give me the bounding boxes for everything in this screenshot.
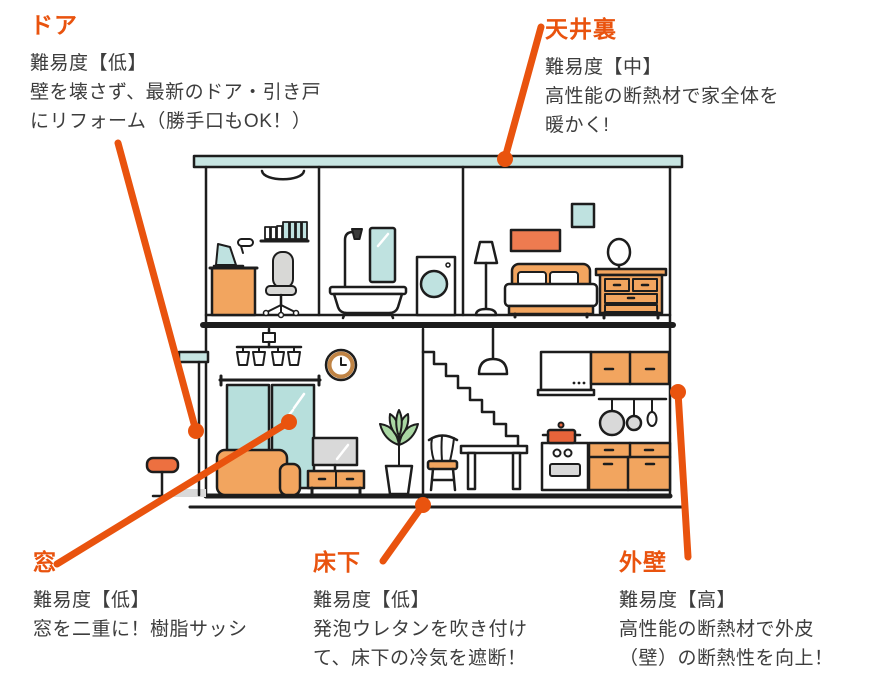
- bed: [503, 262, 599, 319]
- track-light: [235, 327, 303, 366]
- annotation-door-title: ドア: [30, 12, 78, 38]
- floor-lamp: [473, 240, 499, 317]
- dresser-mirror: [606, 237, 632, 273]
- wall-art-orange: [509, 228, 562, 253]
- desk-lamp: [237, 238, 254, 254]
- upper-cabinet-white: [536, 350, 596, 397]
- spoon: [646, 411, 658, 427]
- exterior-wall-connector-line: [674, 388, 692, 561]
- ladle: [625, 414, 643, 432]
- window-connector-line: [53, 418, 293, 568]
- stove: [540, 441, 590, 492]
- door-step: [173, 489, 206, 497]
- bathtub: [328, 285, 408, 320]
- bookshelf: [259, 221, 310, 243]
- desk: [208, 266, 259, 317]
- annotation-door-difficulty: 難易度【低】: [30, 53, 148, 74]
- ceiling-connector-line: [501, 23, 545, 162]
- ceiling-light: [260, 169, 306, 181]
- stair-hall: [421, 327, 529, 492]
- roof-band: [192, 154, 684, 169]
- annotation-window-difficulty: 難易度【低】: [33, 590, 151, 611]
- dining-chair: [426, 434, 459, 492]
- exterior-wall-connector-dot: [670, 384, 686, 400]
- house-structure: [173, 154, 688, 509]
- bathroom: [328, 226, 457, 320]
- office-chair: [262, 251, 300, 319]
- annotation-ceiling-description: 高性能の断熱材で家全体を 暖かく!: [545, 86, 780, 136]
- wall-art-teal: [570, 202, 596, 229]
- annotation-connectors: [53, 23, 692, 568]
- potted-plant: [379, 409, 419, 496]
- annotation-window-title: 窓: [33, 549, 57, 575]
- annotation-door-description: 壁を壊さず、最新のドア・引き戸 にリフォーム（勝手口もOK！）: [30, 82, 322, 132]
- tv: [311, 436, 359, 473]
- ceiling-connector-dot: [497, 151, 513, 167]
- annotation-underfloor-title: 床下: [313, 549, 361, 575]
- dresser: [594, 267, 668, 320]
- annotation-exterior-wall: 外壁 難易度【高】 高性能の断熱材で外皮 （壁）の断熱性を向上！: [619, 543, 834, 673]
- annotation-window-description: 窓を二重に！樹脂サッシ: [33, 619, 248, 640]
- annotation-ceiling-difficulty: 難易度【中】: [545, 57, 663, 78]
- underfloor-connector-line: [379, 501, 427, 565]
- upper-cabinet-orange: [589, 350, 671, 386]
- underfloor-connector-dot: [415, 497, 431, 513]
- annotation-exterior-wall-difficulty: 難易度【高】: [619, 590, 737, 611]
- office-room: [208, 221, 310, 319]
- sofa: [215, 448, 302, 497]
- annotation-door: ドア 難易度【低】 壁を壊さず、最新のドア・引き戸 にリフォーム（勝手口もOK！…: [30, 6, 321, 136]
- tv-stand: [306, 469, 366, 496]
- hanging-utensils: [597, 397, 668, 437]
- annotation-underfloor: 床下 難易度【低】 発泡ウレタンを吹き付け て、床下の冷気を遮断！: [313, 543, 528, 673]
- laptop: [212, 243, 245, 268]
- door-connector-line: [114, 139, 200, 435]
- mirror: [368, 226, 397, 284]
- door-connector-dot: [188, 423, 204, 439]
- annotation-window: 窓 難易度【低】 窓を二重に！樹脂サッシ: [33, 543, 248, 644]
- living-room: [215, 327, 419, 497]
- window-connector-dot: [281, 414, 297, 430]
- dining-table: [459, 444, 529, 491]
- staircase: [421, 350, 520, 447]
- annotation-underfloor-description: 発泡ウレタンを吹き付け て、床下の冷気を遮断！: [313, 619, 528, 669]
- annotation-ceiling: 天井裏 難易度【中】 高性能の断熱材で家全体を 暖かく!: [545, 10, 779, 140]
- washing-machine: [415, 255, 457, 317]
- lower-cabinets: [587, 441, 672, 492]
- annotation-exterior-wall-description: 高性能の断熱材で外皮 （壁）の断熱性を向上！: [619, 619, 834, 669]
- annotation-exterior-wall-title: 外壁: [619, 549, 667, 575]
- frying-pan: [598, 409, 626, 437]
- bedroom: [473, 202, 668, 320]
- annotation-ceiling-title: 天井裏: [545, 16, 617, 42]
- door-canopy: [177, 350, 210, 364]
- kitchen: [536, 350, 672, 492]
- wall-clock: [324, 348, 358, 382]
- pendant-lamp: [477, 327, 509, 376]
- cooking-pot: [541, 421, 582, 445]
- shower: [343, 228, 363, 291]
- annotation-underfloor-difficulty: 難易度【低】: [313, 590, 431, 611]
